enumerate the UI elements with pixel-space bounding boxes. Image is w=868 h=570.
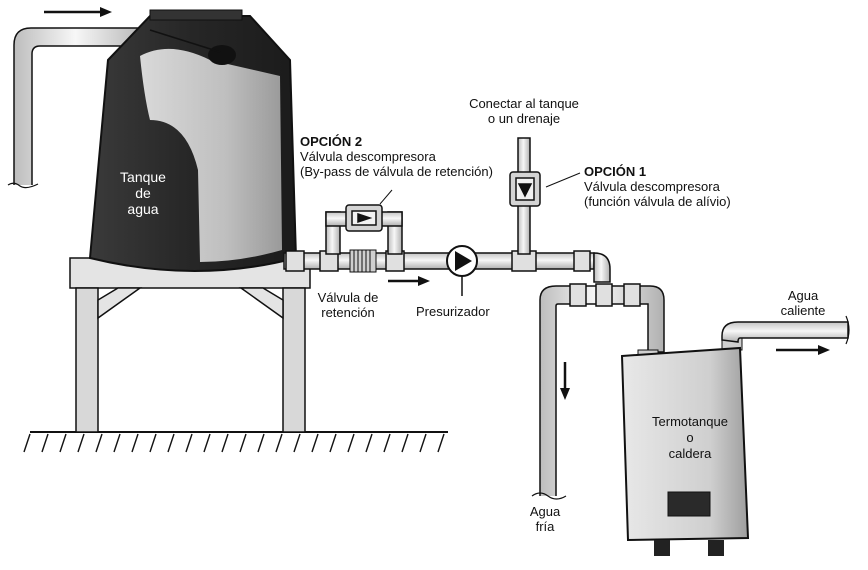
- flow-arrowhead-inlet: [100, 7, 112, 17]
- check-valve-label: Válvula de retención: [308, 290, 388, 320]
- connect-label: Conectar al tanque o un drenaje: [460, 96, 588, 126]
- option1-line1: Válvula descompresora: [584, 179, 720, 194]
- heater-label: Termotanque o caldera: [640, 414, 740, 462]
- check-valve-line2: retención: [321, 305, 375, 320]
- tank-label-line2: de: [135, 185, 151, 201]
- water-heater: [620, 337, 750, 556]
- option1-line2: (función válvula de alívio): [584, 194, 731, 209]
- option2-leader: [379, 189, 393, 205]
- connect-line1: Conectar al tanque: [469, 96, 579, 111]
- flow-arrowhead-main: [418, 276, 430, 286]
- option1-label: OPCIÓN 1 Válvula descompresora (función …: [584, 164, 731, 209]
- pump: [446, 245, 478, 296]
- hot-water-label: Agua caliente: [768, 288, 838, 318]
- hot-water-line1: Agua: [787, 288, 819, 303]
- option2-line1: Válvula descompresora: [300, 149, 436, 164]
- hot-water-pipe: [721, 315, 850, 345]
- tank-label-line3: agua: [127, 201, 158, 217]
- cold-water-label: Agua fría: [520, 504, 570, 534]
- check-valve-line1: Válvula de: [317, 290, 379, 305]
- heater-line3: caldera: [668, 446, 712, 461]
- option1-title: OPCIÓN 1: [584, 164, 647, 179]
- tank-label-line1: Tanque: [120, 169, 166, 185]
- flow-arrowhead-hot: [818, 345, 830, 355]
- tank-stand: [69, 257, 311, 433]
- bypass-loop: [325, 204, 403, 255]
- flow-arrowhead-cold: [560, 388, 570, 400]
- relief-pipe: [509, 137, 541, 255]
- cold-water-line2: fría: [535, 519, 555, 534]
- ground: [23, 431, 448, 453]
- pump-label: Presurizador: [416, 304, 490, 319]
- water-tank: [88, 9, 298, 272]
- heater-line2: o: [686, 430, 694, 445]
- check-valve: [349, 249, 377, 273]
- option2-label: OPCIÓN 2 Válvula descompresora (By-pass …: [300, 134, 493, 179]
- heater-line1: Termotanque: [652, 414, 728, 429]
- cold-water-line1: Agua: [529, 504, 561, 519]
- option2-line2: (By-pass de válvula de retención): [300, 164, 493, 179]
- hot-water-line2: caliente: [780, 303, 826, 318]
- option1-leader: [545, 172, 581, 188]
- connect-line2: o un drenaje: [487, 111, 561, 126]
- branch-pipes: [531, 283, 665, 500]
- pump-label-text: Presurizador: [416, 304, 490, 319]
- option2-title: OPCIÓN 2: [300, 134, 363, 149]
